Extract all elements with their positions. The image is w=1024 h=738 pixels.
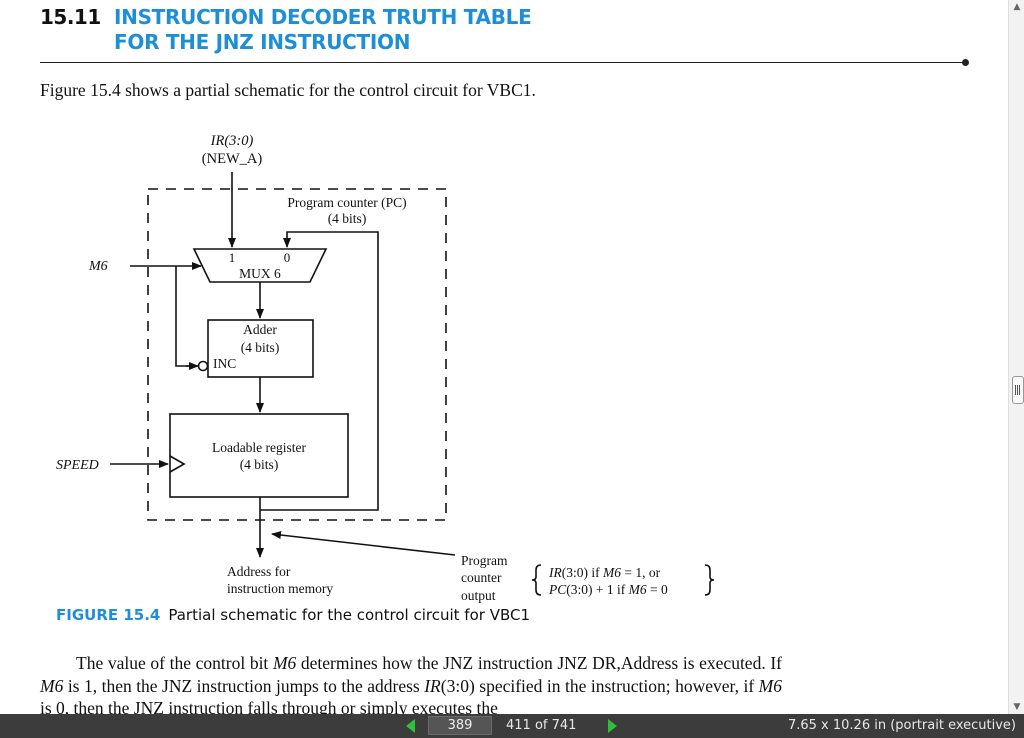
intro-paragraph: Figure 15.4 shows a partial schematic fo… — [40, 80, 536, 100]
section-title-line1: INSTRUCTION DECODER TRUTH TABLE — [114, 5, 532, 29]
pc-feedback-wire — [260, 231, 379, 511]
control-circuit-boundary — [147, 188, 447, 521]
prev-page-triangle-left-icon[interactable] — [406, 719, 415, 733]
condition-pc: PC(3:0) + 1 if M6 = 0 — [548, 582, 668, 597]
m6-label: M6 — [88, 259, 108, 274]
inc-inversion-bubble — [197, 360, 209, 372]
section-title: INSTRUCTION DECODER TRUTH TABLE FOR THE … — [114, 5, 532, 55]
condition-ir: IR(3:0) if M6 = 1, or — [548, 565, 661, 580]
heading-rule — [40, 62, 966, 63]
pco-label-3: output — [461, 588, 496, 603]
page-number-input[interactable] — [428, 716, 492, 735]
register-bits-label: (4 bits) — [240, 457, 279, 472]
vertical-scrollbar[interactable]: ▲ ▼ — [1008, 0, 1024, 714]
left-brace — [531, 564, 542, 596]
instruction-memory-label: instruction memory — [227, 581, 333, 596]
ir-label: IR(3:0) — [210, 133, 254, 149]
section-title-line2: FOR THE JNZ INSTRUCTION — [114, 30, 411, 54]
loadable-register-block — [169, 413, 349, 498]
scroll-up-arrow-icon[interactable]: ▲ — [1013, 2, 1021, 12]
pc-label: Program counter (PC) — [287, 195, 406, 210]
body-paragraph: The value of the control bit M6 determin… — [40, 653, 782, 714]
figure-caption: FIGURE 15.4 Partial schematic for the con… — [56, 606, 530, 624]
register-label: Loadable register — [212, 440, 307, 455]
m6-inc-wire — [175, 266, 190, 367]
mux-label: MUX 6 — [239, 266, 281, 281]
mux-input-1: 1 — [229, 250, 236, 265]
mux-input-0: 0 — [284, 250, 291, 265]
document-page: 15.11 INSTRUCTION DECODER TRUTH TABLE FO… — [40, 5, 969, 714]
scroll-down-arrow-icon[interactable]: ▼ — [1013, 702, 1021, 712]
heading-rule-dot — [962, 59, 969, 66]
page-of-total: 411 of 741 — [506, 718, 577, 733]
scroll-thumb[interactable] — [1012, 376, 1024, 404]
figure-caption-label: FIGURE 15.4 — [56, 606, 161, 624]
status-bar: 411 of 741 7.65 x 10.26 in (portrait exe… — [0, 714, 1024, 738]
figure-caption-text: Partial schematic for the control circui… — [168, 606, 530, 624]
schematic-figure: IR(3:0) (NEW_A) Program counter (PC) (4 … — [56, 133, 715, 603]
clock-triangle — [169, 455, 186, 473]
pco-label-1: Program — [461, 553, 508, 568]
speed-label: SPEED — [56, 458, 99, 473]
section-number: 15.11 — [40, 5, 101, 29]
right-brace — [704, 564, 715, 596]
address-label: Address for — [227, 564, 291, 579]
adder-label: Adder — [243, 322, 277, 337]
pco-label-2: counter — [461, 570, 502, 585]
pc-bits-label: (4 bits) — [328, 211, 367, 226]
adder-bits-label: (4 bits) — [241, 340, 280, 355]
new-a-label: (NEW_A) — [202, 151, 263, 167]
pc-output-pointer — [271, 531, 456, 556]
inc-label: INC — [213, 356, 236, 371]
mux6-shape — [192, 248, 328, 283]
page-size-info: 7.65 x 10.26 in (portrait executive) — [787, 718, 1016, 733]
next-page-triangle-right-icon[interactable] — [608, 719, 617, 733]
grip-icon — [1015, 385, 1016, 395]
